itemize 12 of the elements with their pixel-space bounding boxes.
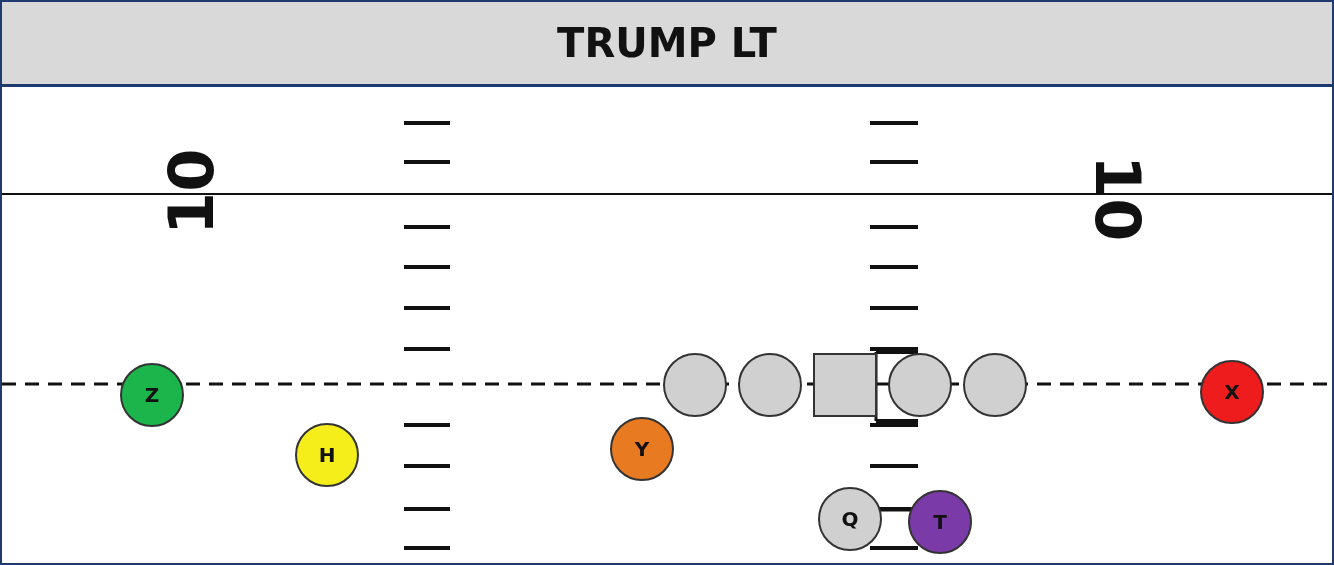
player-circle: T xyxy=(908,490,972,554)
lineman-circle xyxy=(963,353,1027,417)
lineman-circle xyxy=(738,353,802,417)
lineman-circle xyxy=(888,353,952,417)
player-circle: Y xyxy=(610,417,674,481)
center-square xyxy=(813,353,877,417)
player-circle: X xyxy=(1200,360,1264,424)
player-circle: Z xyxy=(120,363,184,427)
lineman-circle xyxy=(663,353,727,417)
player-circle: Q xyxy=(818,487,882,551)
player-circle: H xyxy=(295,423,359,487)
title-banner: TRUMP LT xyxy=(2,2,1332,87)
